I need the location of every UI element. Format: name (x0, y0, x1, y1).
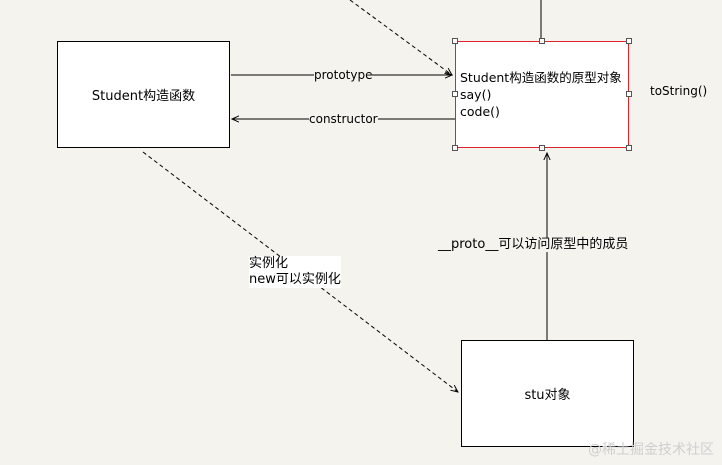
tostring-label: toString() (650, 84, 708, 98)
instantiate-edge-label: 实例化 new可以实例化 (249, 256, 341, 288)
proto-edge-label: __proto__可以访问原型中的成员 (438, 237, 629, 252)
resize-handle-bl[interactable] (452, 145, 458, 151)
student-constructor-box[interactable]: Student构造函数 (57, 41, 230, 148)
prototype-object-content: Student构造函数的原型对象 say() code() (460, 69, 622, 120)
resize-handle-mr[interactable] (626, 91, 632, 97)
resize-handle-tm[interactable] (539, 38, 545, 44)
instantiate-label-line2: new可以实例化 (249, 272, 341, 287)
resize-handle-tl[interactable] (452, 38, 458, 44)
prototype-edge-label: prototype (314, 68, 373, 82)
stu-object-label: stu对象 (524, 388, 571, 403)
resize-handle-bm[interactable] (539, 145, 545, 151)
prototype-object-title: Student构造函数的原型对象 (460, 70, 622, 85)
prototype-member-code: code() (460, 104, 500, 119)
resize-handle-tr[interactable] (626, 38, 632, 44)
incoming-dashed-edge (349, 0, 452, 75)
prototype-object-box[interactable]: Student构造函数的原型对象 say() code() (455, 41, 629, 148)
watermark: @稀土掘金技术社区 (588, 442, 714, 458)
instantiate-label-line1: 实例化 (249, 256, 289, 271)
stu-object-box[interactable]: stu对象 (461, 340, 634, 447)
resize-handle-ml[interactable] (452, 91, 458, 97)
student-constructor-label: Student构造函数 (91, 89, 196, 104)
prototype-member-say: say() (460, 87, 492, 102)
constructor-edge-label: constructor (309, 112, 378, 126)
resize-handle-br[interactable] (626, 145, 632, 151)
